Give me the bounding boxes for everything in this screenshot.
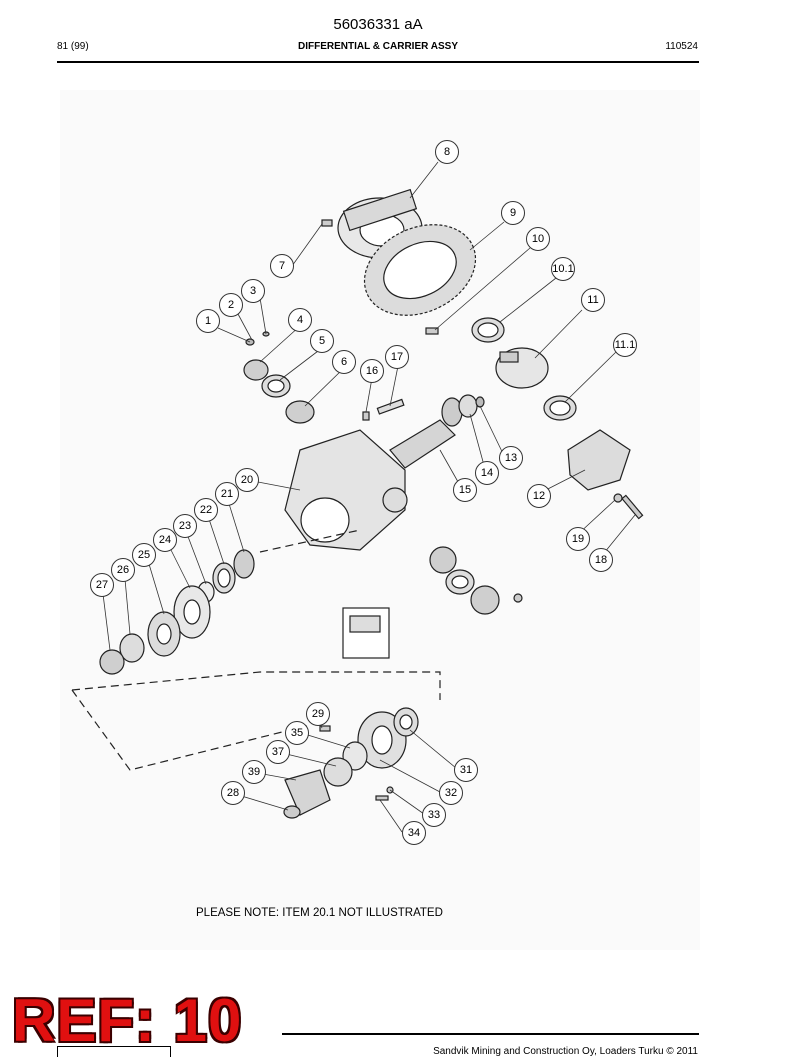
callout-4: 4: [288, 308, 312, 332]
callout-27: 27: [90, 573, 114, 597]
callout-12: 12: [527, 484, 551, 508]
callout-6: 6: [332, 350, 356, 374]
part-roller-bearing: [285, 400, 315, 424]
callout-10-1: 10.1: [551, 257, 575, 281]
callout-19: 17: [385, 345, 409, 369]
callout-25: 25: [132, 543, 156, 567]
callout-10: 10: [526, 227, 550, 251]
diagram-drawing: [71, 161, 644, 833]
footer-copyright: Sandvik Mining and Construction Oy, Load…: [433, 1046, 698, 1057]
callout-7: 7: [270, 254, 294, 278]
callout-22: 22: [194, 498, 218, 522]
callout-5: 5: [310, 329, 334, 353]
illustration-note: PLEASE NOTE: ITEM 20.1 NOT ILLUSTRATED: [196, 907, 443, 919]
callout-20: 20: [235, 468, 259, 492]
callout-23: 23: [173, 514, 197, 538]
footer-logo: [57, 1046, 171, 1057]
callout-11-1: 11.1: [613, 333, 637, 357]
callout-24: 24: [153, 528, 177, 552]
callout-37: 37: [266, 740, 290, 764]
doc-number: 56036331 aA: [333, 16, 423, 33]
callout-1: 1: [196, 309, 220, 333]
callout-15: 13: [499, 446, 523, 470]
section-code: 110524: [665, 41, 698, 52]
callout-18: 16: [360, 359, 384, 383]
callout-16: 14: [475, 461, 499, 485]
callout-35: 35: [285, 721, 309, 745]
callout-28: 28: [221, 781, 245, 805]
callout-3: 3: [241, 279, 265, 303]
callout-39: 39: [242, 760, 266, 784]
callout-32: 32: [439, 781, 463, 805]
exploded-parts-diagram: 8 9 10 10.1 11 11.1 7 3 2 1 4 5 6 17 16 …: [60, 90, 700, 950]
ref-stamp: REF: 10: [12, 987, 243, 1054]
footer-rule: [282, 1033, 699, 1035]
part-bearing: [243, 359, 269, 381]
part-gear-cover: [567, 429, 631, 491]
callout-11: 11: [581, 288, 605, 312]
callout-31: 31: [454, 758, 478, 782]
part-yoke: [284, 769, 331, 816]
page-number: 81 (99): [57, 41, 89, 52]
callout-9: 9: [501, 201, 525, 225]
callout-34: 34: [402, 821, 426, 845]
callout-2: 2: [219, 293, 243, 317]
callout-14: 19: [566, 527, 590, 551]
callout-13: 18: [589, 548, 613, 572]
callout-29: 29: [306, 702, 330, 726]
callout-33: 33: [422, 803, 446, 827]
part-pinion: [389, 419, 456, 469]
header-rule: [57, 61, 699, 63]
section-title: DIFFERENTIAL & CARRIER ASSY: [297, 41, 458, 52]
callout-21: 21: [215, 482, 239, 506]
callout-17: 15: [453, 478, 477, 502]
callout-26: 26: [111, 558, 135, 582]
callout-8: 8: [435, 140, 459, 164]
